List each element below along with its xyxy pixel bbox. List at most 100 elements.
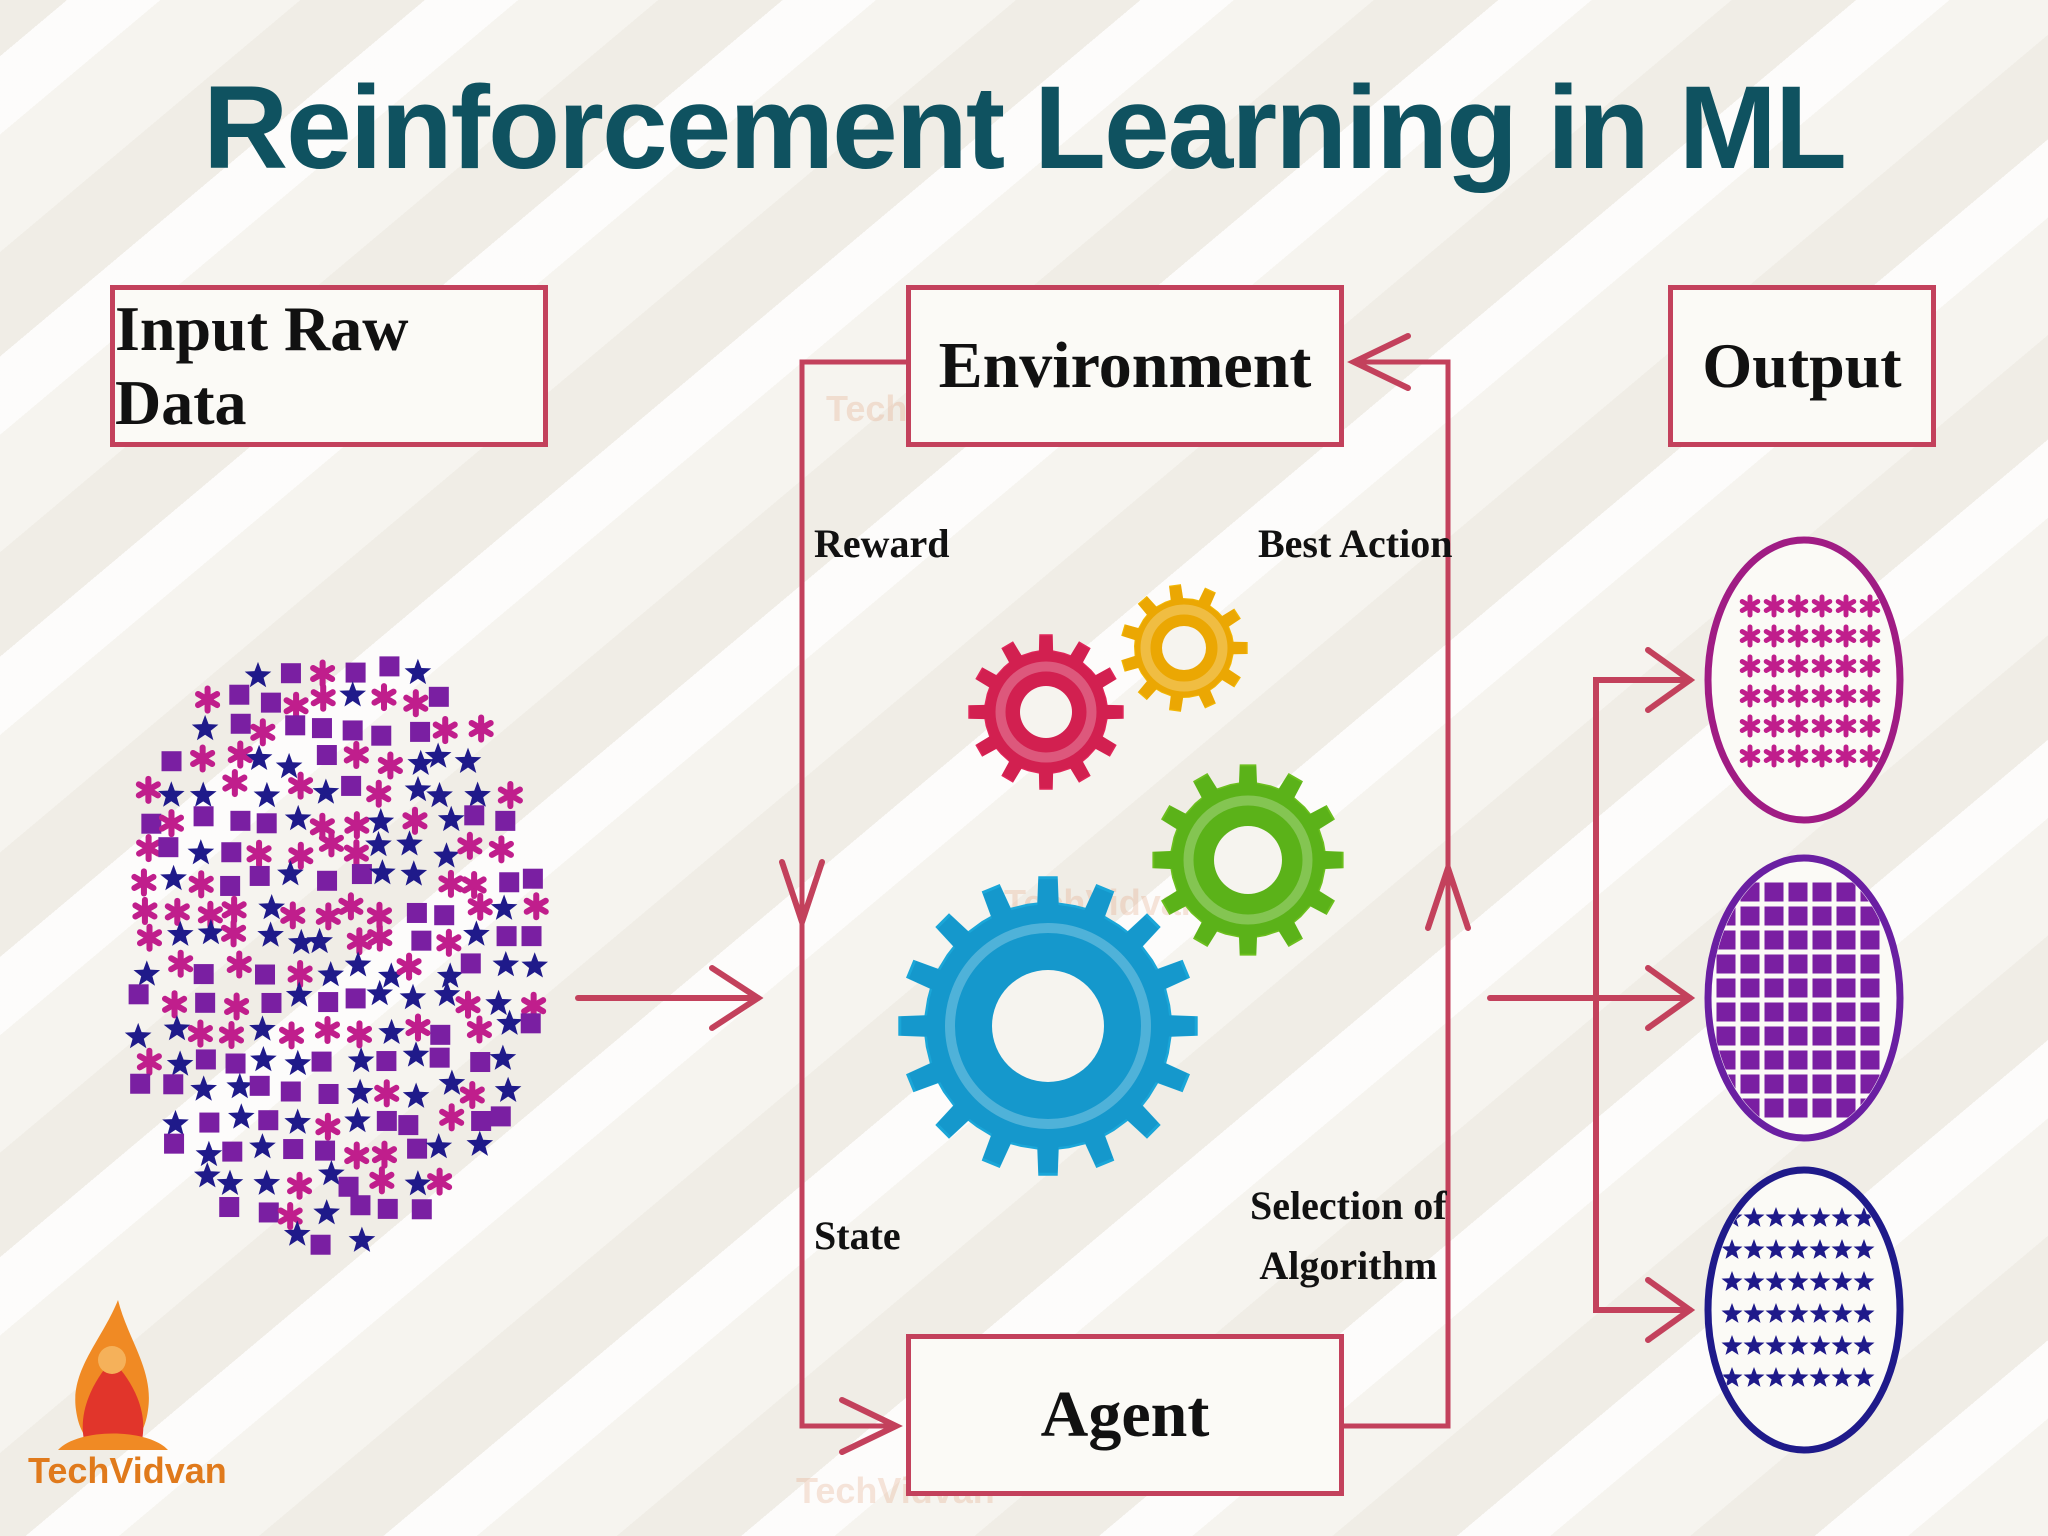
- star-icon: [1765, 1271, 1787, 1291]
- star-icon: [1743, 1207, 1765, 1227]
- star-icon: [1809, 1271, 1831, 1291]
- star-icon: [1721, 1303, 1743, 1323]
- asterisk-icon: [190, 744, 216, 773]
- asterisk-icon: [1835, 744, 1857, 768]
- star-icon: [1831, 1207, 1853, 1227]
- square-icon: [1812, 1002, 1832, 1022]
- square-icon: [1836, 882, 1856, 902]
- star-icon: [1853, 1303, 1875, 1323]
- asterisk-icon: [1835, 654, 1857, 678]
- square-icon: [230, 810, 251, 831]
- star-icon: [347, 1047, 375, 1073]
- square-icon: [1788, 906, 1808, 926]
- star-icon: [277, 860, 304, 886]
- square-icon: [280, 663, 301, 684]
- asterisk-icon: [1859, 624, 1881, 648]
- square-icon: [376, 1110, 397, 1131]
- gear-icon: [1152, 764, 1344, 956]
- square-icon: [1836, 930, 1856, 950]
- square-icon: [1812, 906, 1832, 926]
- star-icon: [339, 681, 366, 707]
- star-icon: [348, 1226, 376, 1252]
- asterisk-icon: [405, 1013, 431, 1042]
- asterisk-icon: [1859, 714, 1881, 738]
- square-icon: [221, 842, 242, 863]
- square-icon: [283, 1139, 304, 1160]
- star-icon: [1787, 1271, 1809, 1291]
- asterisk-icon: [1811, 594, 1833, 618]
- square-icon: [1764, 882, 1784, 902]
- asterisk-icon: [136, 1047, 162, 1076]
- square-icon: [130, 1073, 151, 1094]
- square-icon: [285, 715, 306, 736]
- square-icon: [1836, 1050, 1856, 1070]
- star-icon: [1765, 1303, 1787, 1323]
- star-icon: [396, 830, 423, 856]
- star-icon: [306, 927, 333, 954]
- reward-label: Reward: [814, 521, 950, 566]
- asterisk-icon: [466, 1015, 492, 1044]
- asterisk-icon: [314, 1015, 341, 1045]
- techvidvan-logo: TechVidvan: [28, 1290, 227, 1500]
- square-icon: [520, 1013, 541, 1034]
- square-icon: [255, 964, 276, 985]
- square-icon: [430, 1024, 451, 1045]
- square-icon: [316, 745, 337, 766]
- star-icon: [249, 1133, 276, 1159]
- square-icon: [496, 926, 517, 947]
- square-icon: [1716, 954, 1736, 974]
- star-icon: [1721, 1367, 1743, 1387]
- star-icon: [1787, 1239, 1809, 1259]
- star-icon: [1765, 1207, 1787, 1227]
- asterisk-icon: [402, 806, 428, 835]
- square-icon: [1764, 954, 1784, 974]
- star-icon: [1853, 1367, 1875, 1387]
- square-icon: [345, 662, 366, 683]
- asterisk-icon: [164, 897, 190, 926]
- square-icon: [315, 1140, 336, 1161]
- star-icon: [344, 1106, 371, 1133]
- square-icon: [1764, 1026, 1784, 1046]
- asterisk-icon: [136, 923, 163, 952]
- star-icon: [404, 658, 432, 685]
- star-icon: [226, 1072, 254, 1099]
- star-icon: [399, 983, 427, 1010]
- asterisk-icon: [439, 1103, 465, 1132]
- star-icon: [284, 1049, 312, 1076]
- square-icon: [1812, 1026, 1832, 1046]
- asterisk-icon: [371, 1140, 398, 1169]
- asterisk-icon: [1787, 654, 1809, 678]
- asterisk-icon: [459, 1080, 485, 1110]
- asterisk-icon: [346, 927, 372, 956]
- square-icon: [260, 692, 281, 713]
- square-icon: [195, 992, 216, 1013]
- square-icon: [256, 813, 277, 834]
- asterisk-icon: [187, 1019, 213, 1048]
- asterisk-icon: [310, 683, 336, 712]
- asterisk-icon: [1763, 594, 1785, 618]
- asterisk-icon: [1787, 624, 1809, 648]
- square-icon: [1836, 1074, 1856, 1094]
- star-icon: [1743, 1367, 1765, 1387]
- star-icon: [402, 1082, 430, 1108]
- star-icon: [245, 744, 273, 770]
- star-icon: [194, 1162, 221, 1188]
- asterisk-icon: [168, 949, 194, 978]
- asterisk-icon: [455, 990, 481, 1019]
- square-icon: [464, 805, 485, 826]
- square-icon: [261, 992, 282, 1013]
- star-icon: [400, 860, 428, 886]
- logo-icon: [58, 1300, 168, 1450]
- star-icon: [250, 1046, 277, 1072]
- star-icon: [1831, 1303, 1853, 1323]
- star-icon: [426, 781, 453, 808]
- square-icon: [1788, 1098, 1808, 1118]
- square-icon: [351, 864, 372, 885]
- star-icon: [366, 979, 393, 1006]
- square-icon: [222, 1141, 243, 1162]
- star-icon: [1809, 1239, 1831, 1259]
- square-icon: [1740, 1074, 1760, 1094]
- asterisk-icon: [461, 870, 487, 899]
- star-icon: [1721, 1239, 1743, 1259]
- star-icon: [344, 951, 372, 977]
